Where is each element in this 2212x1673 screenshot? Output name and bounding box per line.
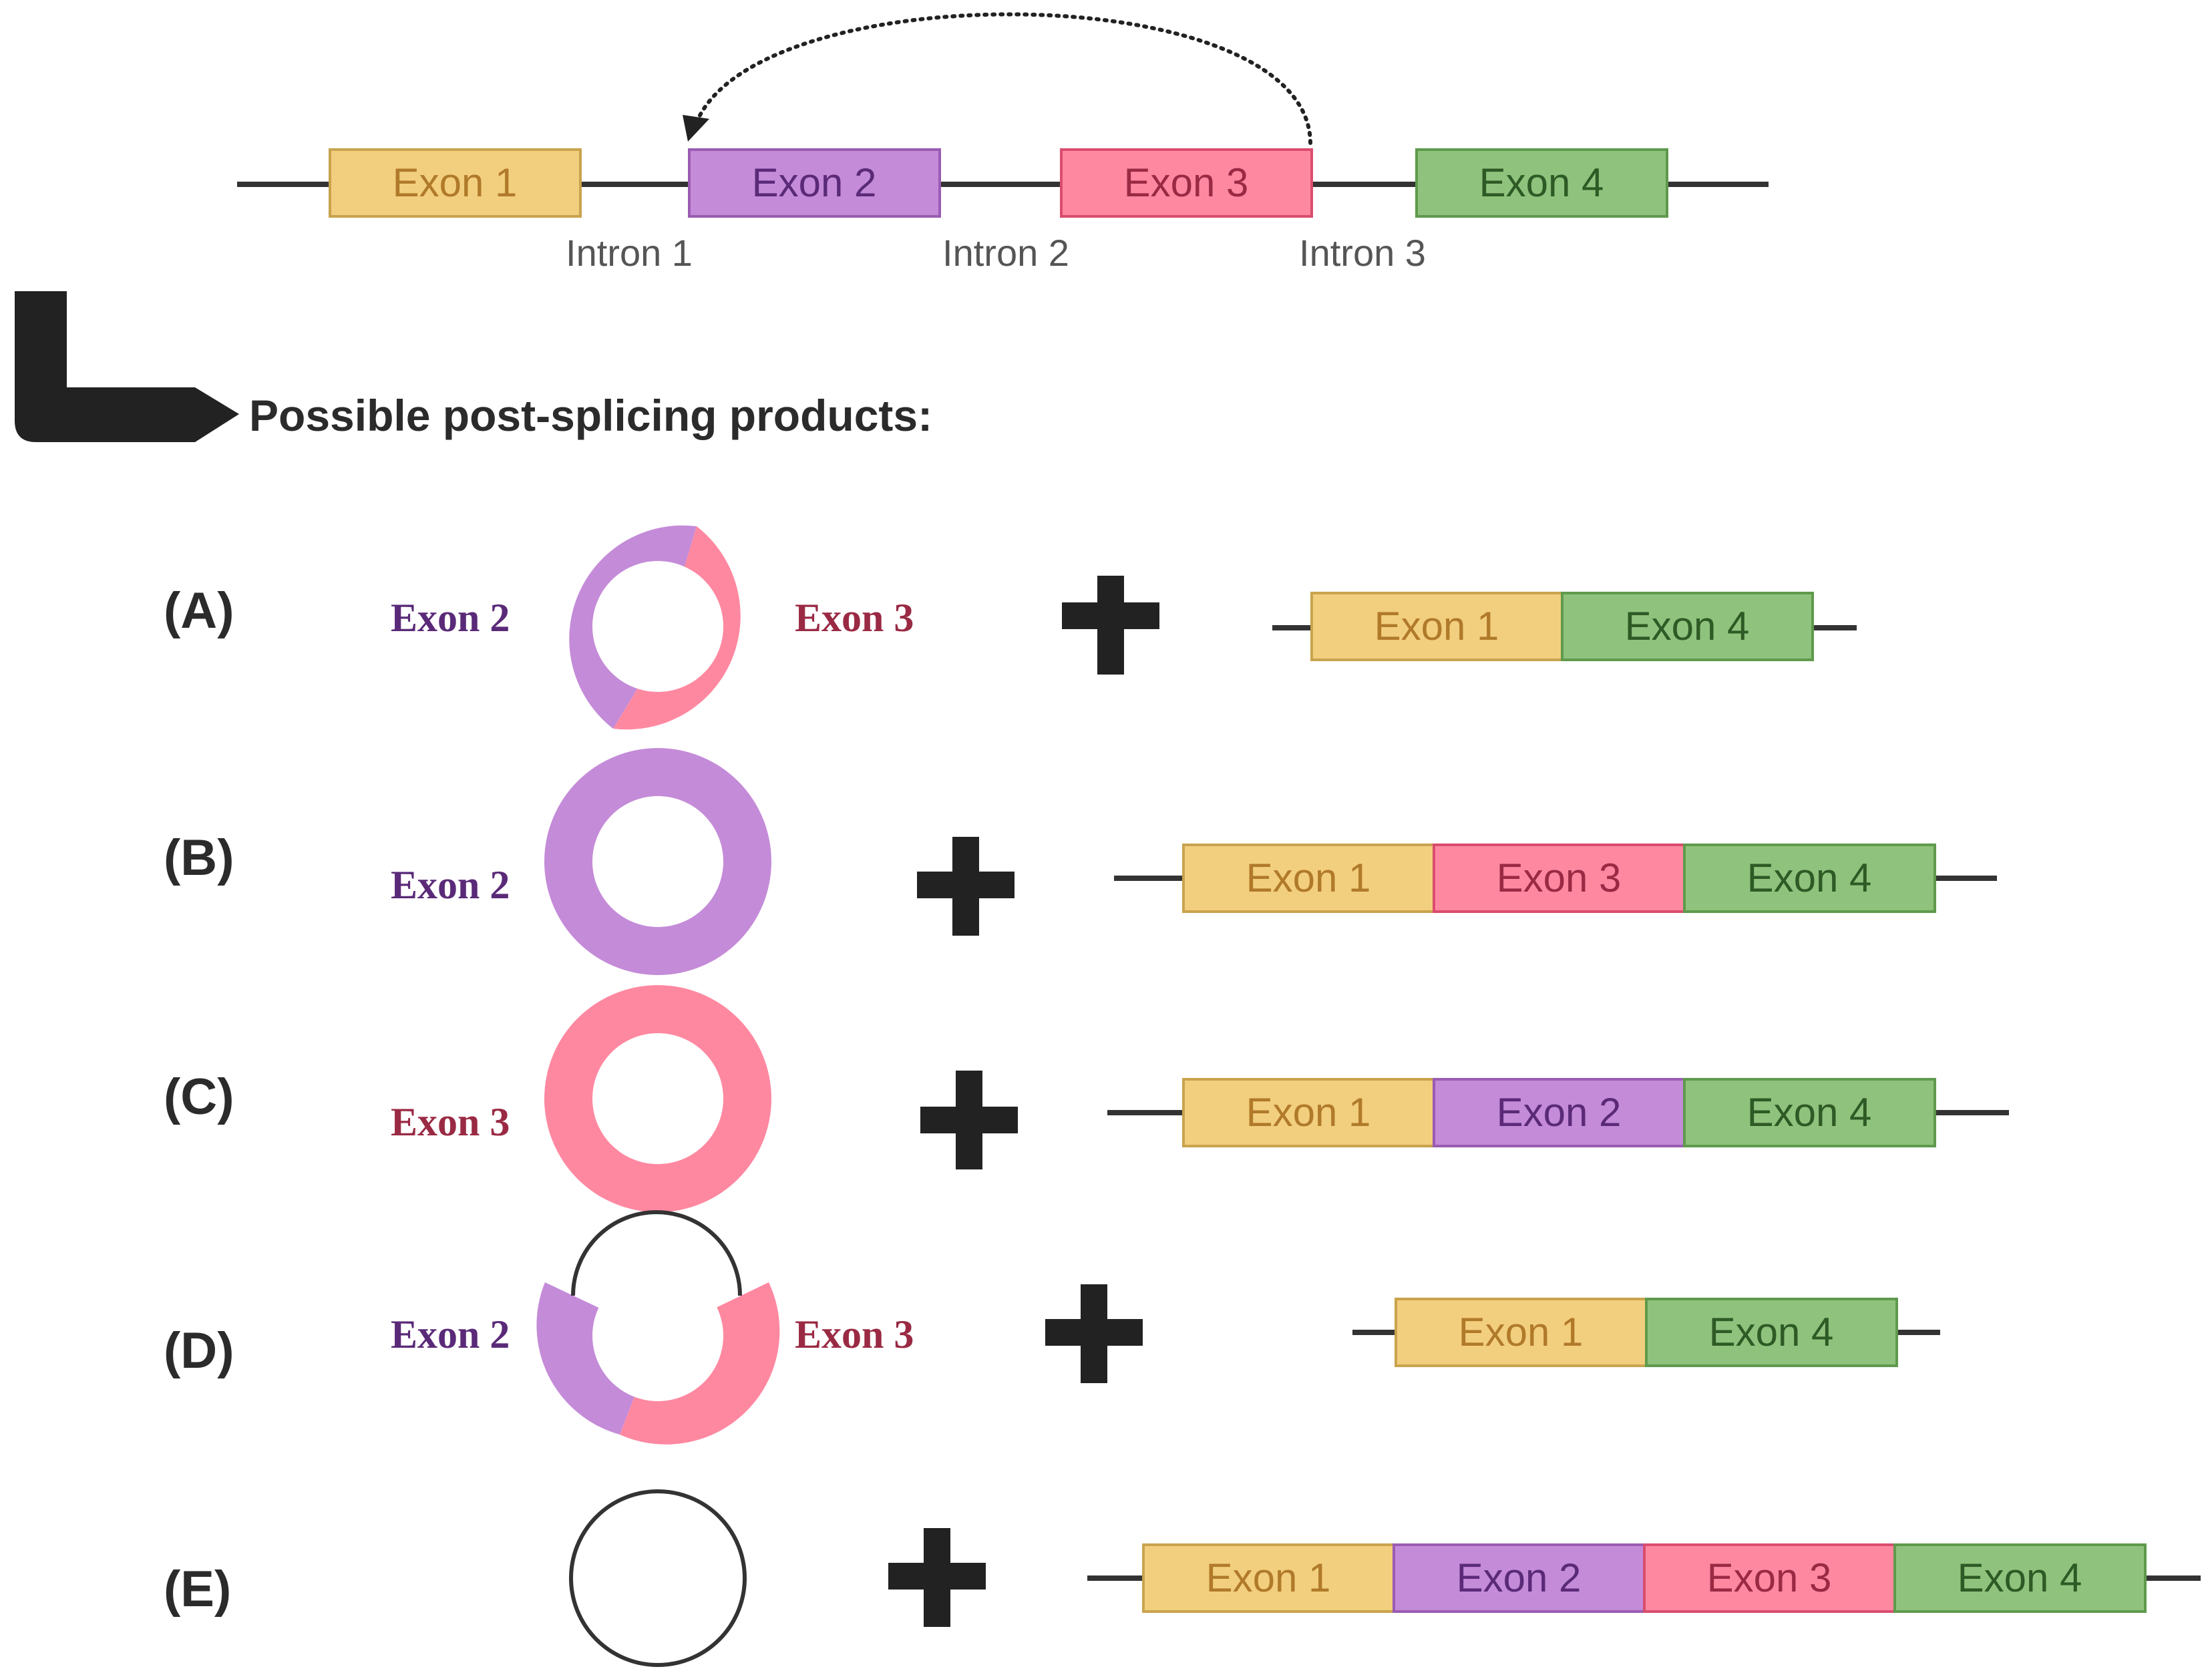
products-title: Possible post-splicing products: xyxy=(249,391,932,440)
exon-4-box xyxy=(1683,844,1936,913)
option-d: (D) Exon 2 Exon 3 Exon 1 Exon 4 xyxy=(164,1210,1940,1445)
option-e: (E) Exon 1 Exon 2 Exon 3 Exon 4 xyxy=(164,1489,2201,1667)
circular-product xyxy=(544,748,771,975)
option-c: (C) Exon 3 Exon 1 Exon 2 Exon 4 xyxy=(164,985,2009,1212)
segment-label: Exon 3 xyxy=(1497,856,1622,900)
ring-right-label: Exon 3 xyxy=(795,596,914,640)
linear-product: Exon 1 Exon 4 xyxy=(1352,1298,1940,1367)
option-label: (D) xyxy=(164,1322,234,1379)
segment-label: Exon 4 xyxy=(1747,856,1872,900)
plus-icon xyxy=(1062,576,1159,675)
linear-product: Exon 1 Exon 3 Exon 4 xyxy=(1114,844,1997,913)
ring-left-label: Exon 2 xyxy=(391,596,510,640)
option-label: (A) xyxy=(164,582,234,639)
plus-icon xyxy=(1045,1284,1143,1383)
linear-product: Exon 1 Exon 2 Exon 3 Exon 4 xyxy=(1087,1543,2201,1613)
plus-icon xyxy=(917,837,1015,936)
segment-label: Exon 4 xyxy=(1709,1310,1834,1354)
segment-label: Exon 1 xyxy=(1206,1555,1331,1600)
exon-1-box xyxy=(1182,844,1435,913)
gene-exon-1-label: Exon 1 xyxy=(393,160,518,205)
gene-exon-3: Exon 3 xyxy=(1060,148,1313,218)
segment-label: Exon 4 xyxy=(1958,1555,2082,1600)
segment-label: Exon 1 xyxy=(1459,1310,1584,1354)
gene-exon-4: Exon 4 xyxy=(1415,148,1668,218)
exon-1-box xyxy=(1182,1078,1435,1147)
exon-4-box xyxy=(1645,1298,1898,1367)
exon-3-box xyxy=(1433,844,1686,913)
gene-exon-1: Exon 1 xyxy=(329,148,582,218)
exon-4-box xyxy=(1893,1543,2147,1613)
ring-left-label: Exon 3 xyxy=(391,1100,510,1144)
plus-icon xyxy=(920,1071,1018,1169)
segment-label: Exon 2 xyxy=(1497,1090,1622,1135)
option-label: (C) xyxy=(164,1069,234,1125)
option-a: (A) Exon 2 Exon 3 Exon 1 Exon 4 xyxy=(164,525,1857,730)
exon-3-box xyxy=(1643,1543,1896,1613)
gene-exon-4-label: Exon 4 xyxy=(1479,160,1604,205)
exon-4-box xyxy=(1683,1078,1936,1147)
circular-product xyxy=(536,1210,780,1445)
segment-label: Exon 4 xyxy=(1747,1090,1872,1135)
gene-structure: Exon 1 Exon 2 Exon 3 Exon 4 Intron 1 Int… xyxy=(237,12,1769,274)
intron-3-label: Intron 3 xyxy=(1299,232,1426,274)
segment-label: Exon 1 xyxy=(1246,1090,1371,1135)
exon-4-box xyxy=(1561,592,1814,661)
circular-product xyxy=(569,525,741,730)
arrowhead-icon xyxy=(683,115,709,142)
gene-exon-3-label: Exon 3 xyxy=(1124,160,1249,205)
intron-1-label: Intron 1 xyxy=(566,232,693,274)
splice-dotted-arrow xyxy=(691,12,1312,145)
segment-label: Exon 1 xyxy=(1246,856,1371,900)
l-arrow xyxy=(15,291,239,442)
segment-label: Exon 1 xyxy=(1374,604,1499,648)
option-label: (E) xyxy=(164,1561,231,1618)
exon-4-box xyxy=(1415,148,1668,218)
linear-product: Exon 1 Exon 2 Exon 4 xyxy=(1107,1078,2009,1147)
gene-exon-2-label: Exon 2 xyxy=(752,160,877,205)
gene-exon-2: Exon 2 xyxy=(688,148,941,218)
exon-1-box xyxy=(1142,1543,1395,1613)
exon-1-box xyxy=(1310,592,1563,661)
ring-left-label: Exon 2 xyxy=(391,863,510,907)
option-b: (B) Exon 2 Exon 1 Exon 3 Exon 4 xyxy=(164,748,1997,975)
ring-left-label: Exon 2 xyxy=(391,1312,510,1356)
plus-icon xyxy=(888,1528,986,1627)
linear-product: Exon 1 Exon 4 xyxy=(1272,592,1857,661)
exon-2-box xyxy=(1393,1543,1646,1613)
circular-product xyxy=(569,1489,747,1667)
exon-1-box xyxy=(329,148,582,218)
segment-label: Exon 4 xyxy=(1625,604,1750,648)
ring-right-label: Exon 3 xyxy=(795,1312,914,1356)
exon-3-box xyxy=(1060,148,1313,218)
circular-product xyxy=(544,985,771,1212)
exon-2-box xyxy=(688,148,941,218)
option-label: (B) xyxy=(164,829,234,886)
segment-label: Exon 2 xyxy=(1457,1555,1582,1600)
segment-label: Exon 3 xyxy=(1707,1555,1832,1600)
exon-1-box xyxy=(1395,1298,1648,1367)
intron-2-label: Intron 2 xyxy=(942,232,1069,274)
